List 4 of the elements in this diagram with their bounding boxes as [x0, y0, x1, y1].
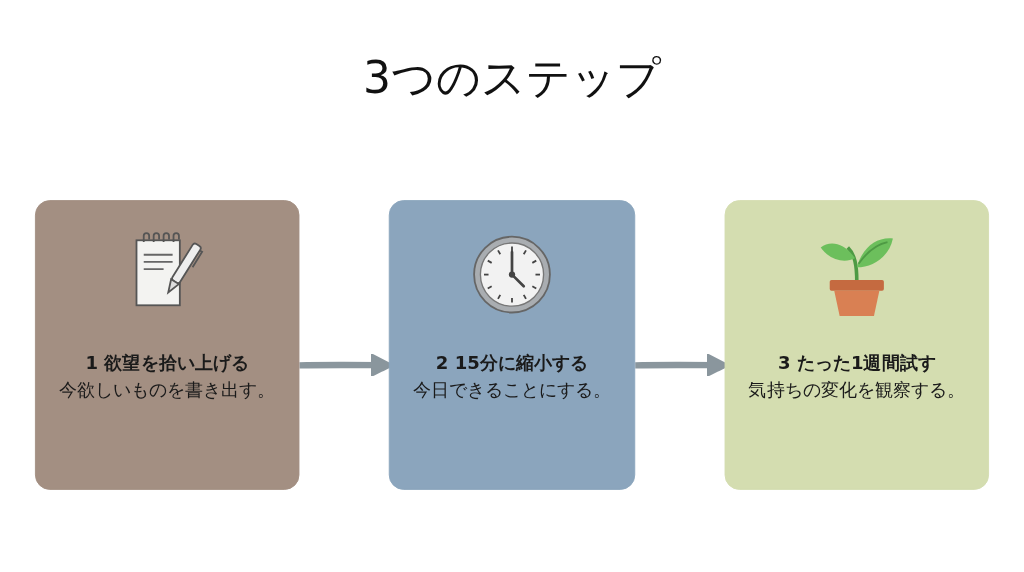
title: 3つのステップ	[363, 52, 661, 105]
node-box: 3 たった1週間試す 気持ちの変化を観察する。	[724, 200, 990, 490]
node-box: 2 15分に縮小する 今日できることにする。	[388, 200, 636, 490]
node-box: 1 欲望を拾い上げる 今欲しいものを書き出す。	[34, 200, 300, 490]
